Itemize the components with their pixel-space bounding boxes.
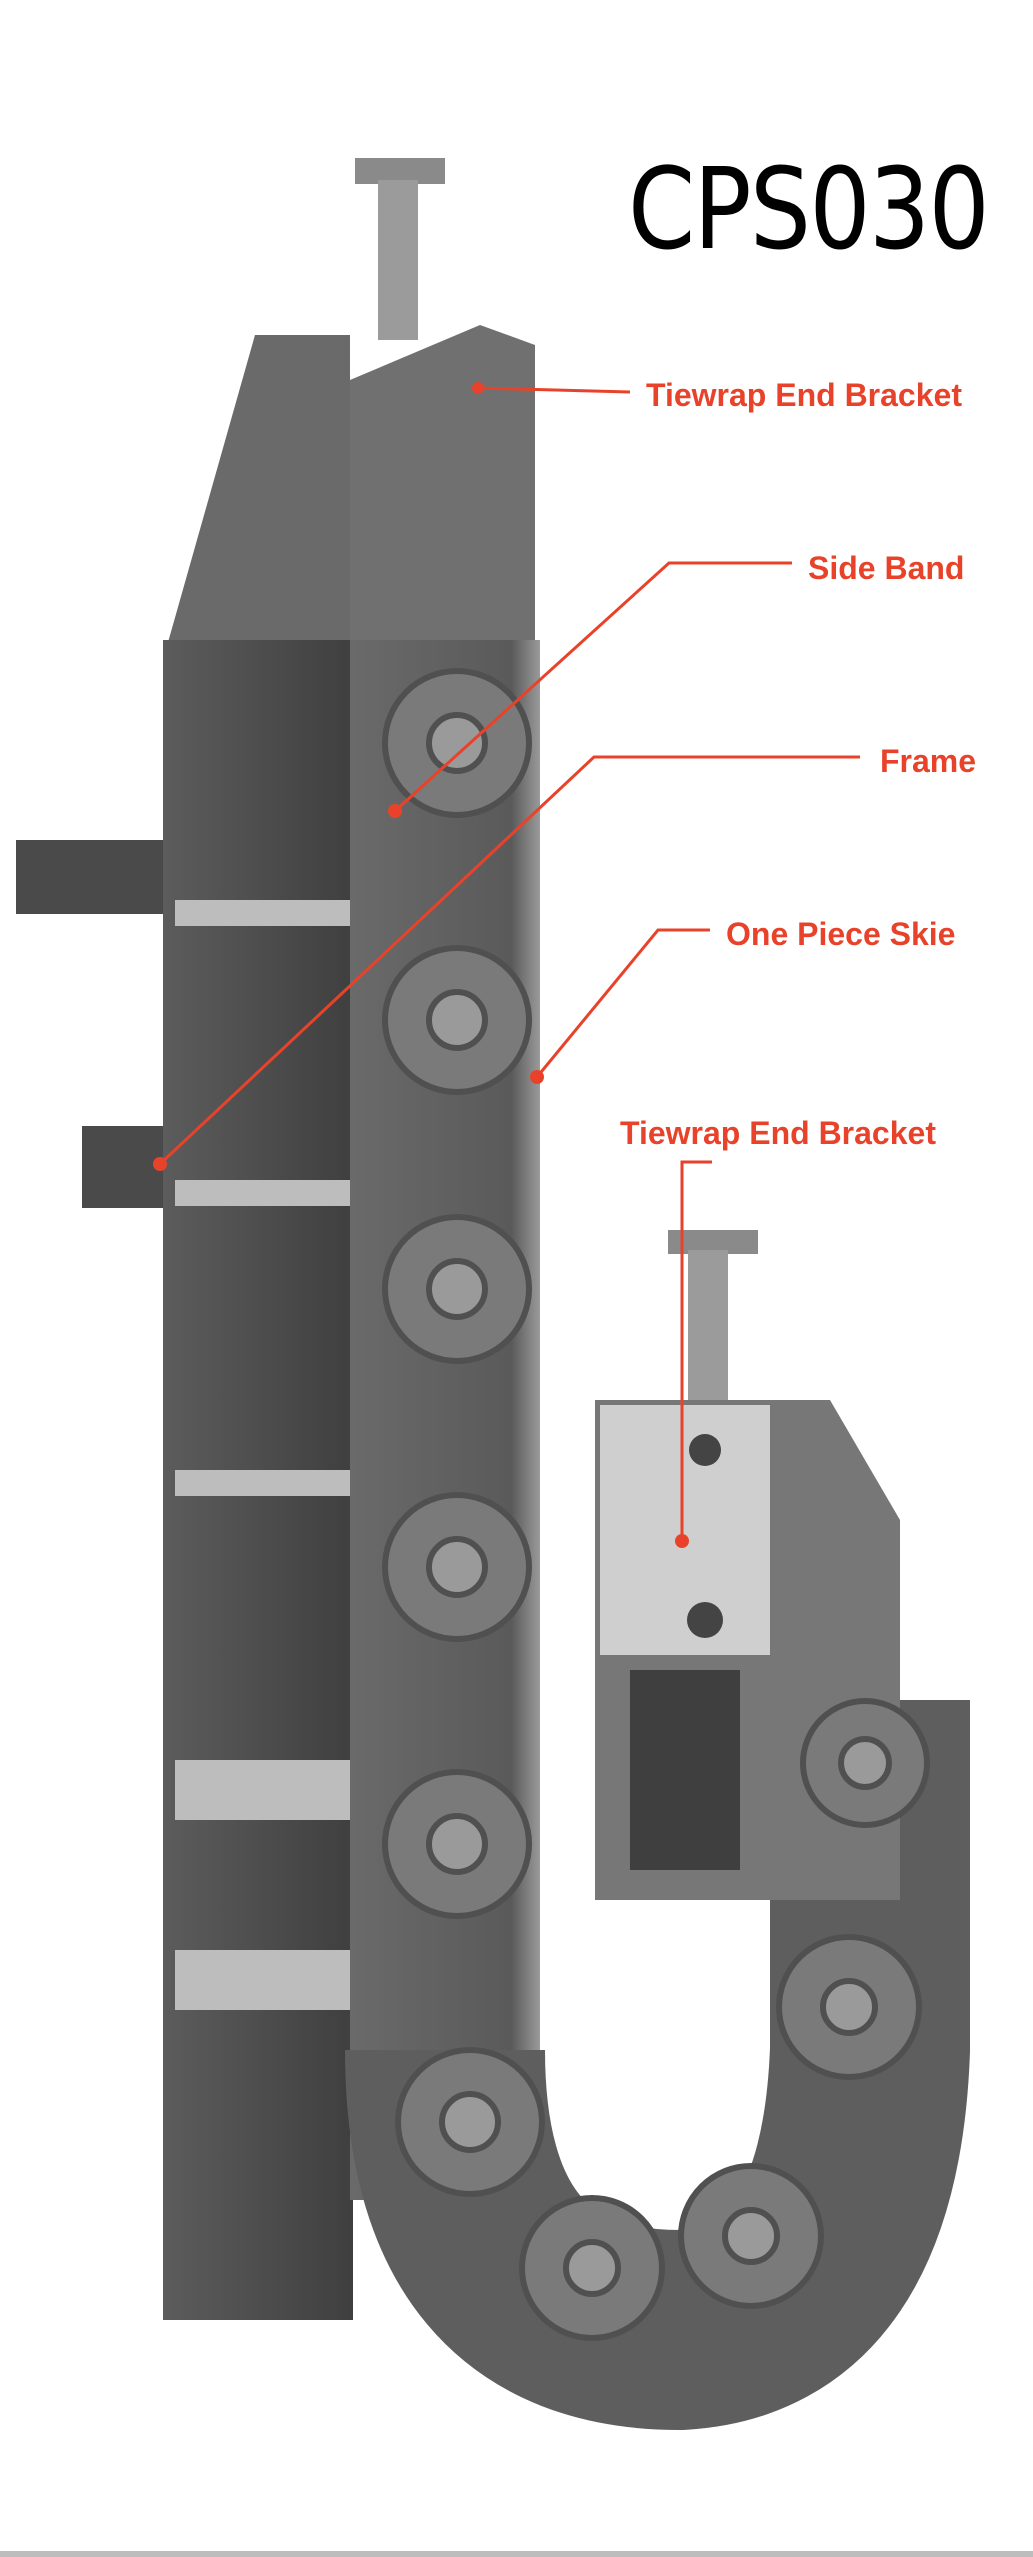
label-tiewrap-end-bracket-lower: Tiewrap End Bracket — [620, 1115, 936, 1151]
leader-side-band — [393, 561, 792, 813]
leader-one-piece-skie — [535, 928, 710, 1078]
bottom-divider — [0, 2551, 1033, 2557]
frame-tab-upper — [16, 840, 186, 914]
chain-left-side — [163, 335, 353, 2320]
leader-dots — [153, 382, 689, 1548]
top-tiewrap-tab — [355, 158, 445, 340]
side-band-rosettes — [382, 668, 930, 2341]
leader-frame — [158, 755, 860, 1166]
leader-tiewrap-lower — [680, 1160, 712, 1541]
label-tiewrap-end-bracket-top: Tiewrap End Bracket — [646, 377, 962, 413]
leader-lines — [158, 386, 860, 1541]
side-band-column — [350, 325, 540, 2200]
label-side-band: Side Band — [808, 550, 965, 586]
label-frame: Frame — [880, 743, 977, 779]
chain-bend — [345, 1700, 970, 2431]
leader-tiewrap-top — [477, 386, 631, 394]
product-title: CPS030 — [628, 145, 990, 275]
label-one-piece-skie: One Piece Skie — [726, 916, 956, 952]
